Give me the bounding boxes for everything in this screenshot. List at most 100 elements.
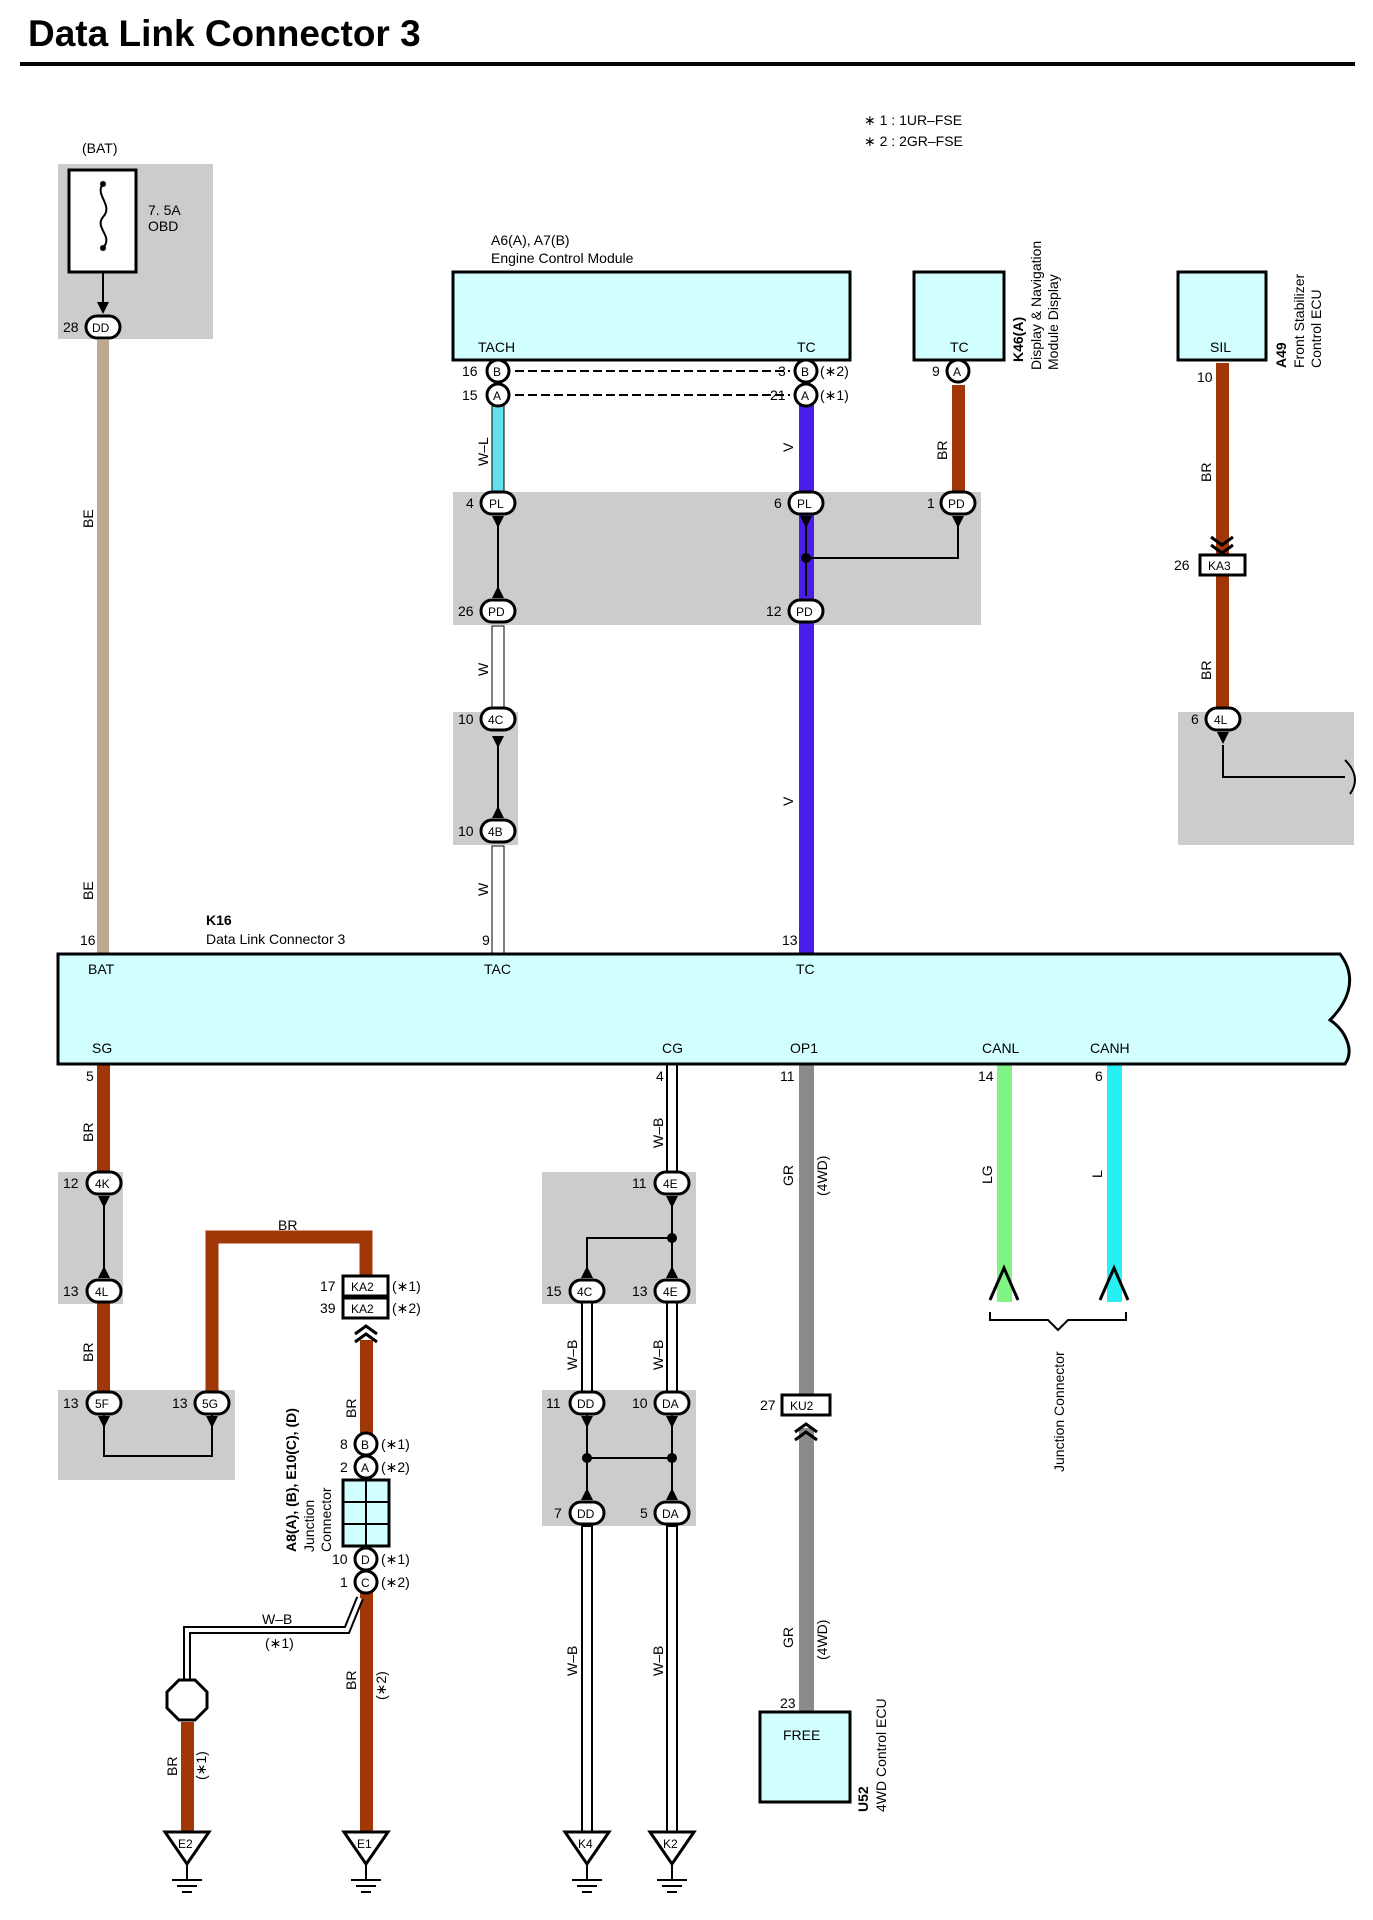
- dlc-pin-13: 13: [782, 932, 798, 948]
- connector-label: 5F: [95, 1397, 109, 1411]
- dlc-term-op1: OP1: [790, 1040, 818, 1056]
- display-box: [912, 270, 1006, 362]
- page-title: Data Link Connector 3: [28, 13, 421, 54]
- connector-4l-stab: 4L: [1204, 706, 1242, 732]
- junction-dot-cg: [667, 1233, 677, 1243]
- wire-br-display: [952, 385, 965, 495]
- pin-13-5f: 13: [63, 1395, 79, 1411]
- connector-label: KU2: [790, 1399, 814, 1413]
- wire-label-be-1: BE: [80, 509, 96, 528]
- pin-16: 16: [462, 363, 478, 379]
- wire-be: [97, 340, 109, 954]
- connector-label: A: [361, 1461, 369, 1475]
- connector-4b: 4B: [479, 818, 517, 844]
- connector-ka2-2: KA2: [341, 1296, 390, 1320]
- wire-br-sg-2: [97, 1302, 110, 1400]
- wire-label-wl: W–L: [475, 437, 491, 466]
- ground-e2: E2: [162, 1830, 212, 1893]
- connector-label: B: [361, 1438, 369, 1452]
- connector-label: D: [361, 1553, 370, 1567]
- wire-4e-4c-branch: [586, 1237, 672, 1276]
- connector-label: 4C: [488, 713, 504, 727]
- connector-label: 4L: [1214, 713, 1228, 727]
- connector-jd: D: [353, 1546, 379, 1572]
- connector-label: 4C: [577, 1285, 593, 1299]
- wire-br-e1: [360, 1590, 373, 1835]
- ecm-connector-tc-b: B: [793, 358, 819, 384]
- connector-label: DD: [577, 1397, 595, 1411]
- connector-ja: A: [353, 1454, 379, 1480]
- dlc-term-canh: CANH: [1090, 1040, 1130, 1056]
- wire-v: [799, 405, 814, 954]
- ecm-code: A6(A), A7(B): [491, 232, 570, 248]
- wire-w-b-e2-core: [185, 1597, 362, 1682]
- connector-label: PL: [797, 497, 812, 511]
- connector-jc: C: [353, 1569, 379, 1595]
- pin-12: 12: [766, 603, 782, 619]
- connector-ka3: KA3: [1198, 553, 1247, 577]
- pin-12-4k: 12: [63, 1175, 79, 1191]
- connector-pl-6: PL: [787, 490, 825, 516]
- connector-label: DA: [662, 1507, 679, 1521]
- connector-jb: B: [353, 1431, 379, 1457]
- connector-4e-13: 4E: [653, 1278, 691, 1304]
- wire-w-b-cg: [666, 1061, 678, 1181]
- connector-label: KA3: [1208, 559, 1231, 573]
- can-bracket: [989, 1312, 1127, 1332]
- connector-label: PL: [489, 497, 504, 511]
- wire-label-n1-br-e2: (∗1): [193, 1751, 209, 1780]
- connector-da-10: DA: [653, 1390, 691, 1416]
- fuse-source: (BAT): [82, 140, 118, 156]
- wire-label-wb-k2: W–B: [650, 1646, 666, 1676]
- connector-5f: 5F: [85, 1390, 123, 1416]
- wire-gr-2: [799, 1428, 814, 1728]
- wire-label-n1-e2: (∗1): [265, 1635, 294, 1651]
- ecm-connector-tc-a: A: [793, 382, 819, 408]
- dlc-term-bat: BAT: [88, 961, 115, 977]
- pin-15-4c: 15: [546, 1283, 562, 1299]
- splice-octagon: [165, 1678, 209, 1722]
- wire-label-wb-cg: W–B: [650, 1118, 666, 1148]
- connector-label: PD: [948, 497, 965, 511]
- ground-k4: K4: [562, 1830, 612, 1893]
- pin-13-4e: 13: [632, 1283, 648, 1299]
- pin-1-jc: 1: [340, 1574, 348, 1590]
- fuse-terminal-top: [100, 181, 106, 187]
- pin-11-dd: 11: [546, 1395, 561, 1411]
- pin-10-jd: 10: [332, 1551, 348, 1567]
- note-2: ∗ 2 : 2GR–FSE: [864, 133, 963, 149]
- pin-10-4c: 10: [458, 711, 474, 727]
- fuse-name: OBD: [148, 218, 178, 234]
- ground-label: K2: [663, 1837, 678, 1851]
- ground-label: K4: [578, 1837, 593, 1851]
- wire-label-w-2: W: [475, 882, 491, 896]
- stab-name-1: Front Stabilizer: [1291, 274, 1307, 368]
- wire-label-n2-e1: (∗2): [373, 1671, 389, 1700]
- connector-label: 4K: [95, 1177, 110, 1191]
- dlc-pin-14: 14: [978, 1068, 994, 1084]
- dlc-code: K16: [206, 912, 232, 928]
- display-name-1: Display & Navigation: [1028, 241, 1044, 370]
- pin-10-stab: 10: [1197, 369, 1213, 385]
- dlc-pin-5: 5: [86, 1068, 94, 1084]
- junction-dot-da: [667, 1453, 677, 1463]
- pin-4: 4: [466, 495, 474, 511]
- connector-label: DD: [577, 1507, 595, 1521]
- dlc-name: Data Link Connector 3: [206, 931, 346, 947]
- wire-gr-1: [799, 1062, 814, 1404]
- wire-label-br-ka2: BR: [343, 1399, 359, 1418]
- wire-lg: [997, 1062, 1012, 1302]
- pin-6: 6: [774, 495, 782, 511]
- display-name-2: Module Display: [1045, 274, 1061, 370]
- connector-pl-4: PL: [479, 490, 517, 516]
- note-ref-2: (∗2): [820, 363, 849, 379]
- wire-stab-loop: [1222, 745, 1345, 778]
- wire-label-wb-k4: W–B: [564, 1646, 580, 1676]
- connector-pd-26: PD: [479, 598, 517, 624]
- connector-label: A: [493, 389, 501, 403]
- connector-label: KA2: [351, 1280, 374, 1294]
- wire-label-br-stab-2: BR: [1198, 661, 1214, 680]
- junction-block-4l-stab: [1178, 712, 1354, 845]
- connector-label: B: [493, 365, 501, 379]
